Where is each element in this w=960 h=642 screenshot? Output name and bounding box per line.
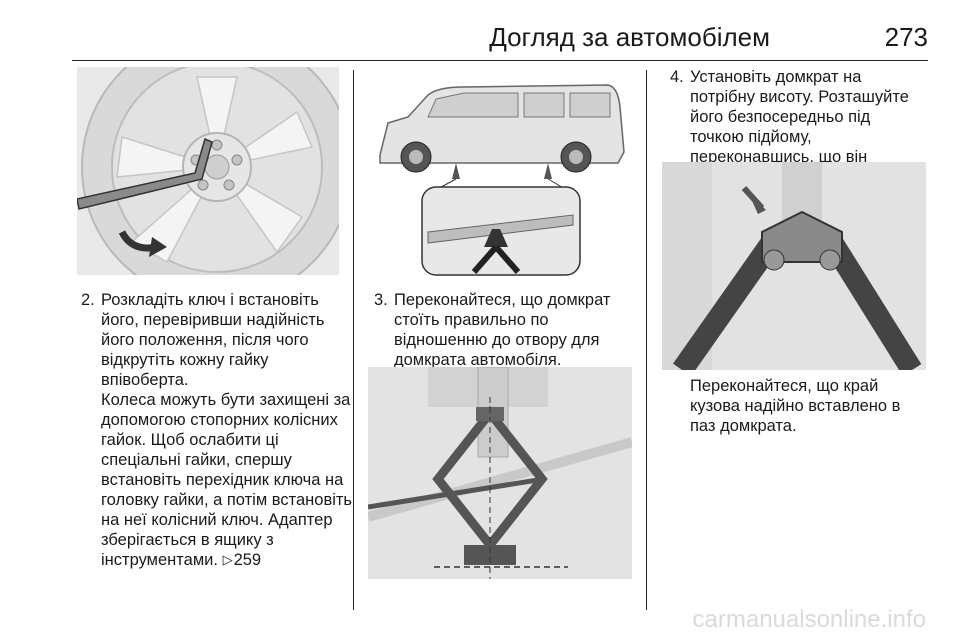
- step-2-note: Колеса можуть бути захищені за допомогою…: [101, 390, 353, 570]
- reference-arrow-icon: ▷: [222, 552, 233, 567]
- step-3: 3. Переконайтеся, що домкрат стоїть прав…: [374, 290, 634, 370]
- header-rule: [72, 60, 928, 61]
- step-3-number: 3.: [374, 291, 388, 309]
- reference-page-link[interactable]: 259: [233, 551, 262, 569]
- jack-contact-illustration: [662, 162, 926, 370]
- wheel-wrench-illustration: [77, 67, 339, 275]
- page-title: Догляд за автомобілем: [489, 22, 770, 52]
- vehicle-jacking-points-illustration: [368, 67, 632, 279]
- page-number: 273: [884, 22, 928, 52]
- step-2-number: 2.: [81, 291, 95, 309]
- step-2-note-text: Колеса можуть бути захищені за допомогою…: [101, 391, 353, 569]
- step-4-note: Переконайтеся, що край кузова надійно вс…: [690, 376, 930, 436]
- step-4-number: 4.: [670, 68, 684, 86]
- step-2-text: Розкладіть ключ і встановіть його, перев…: [101, 291, 325, 389]
- step-3-text: Переконайтеся, що домкрат стоїть правиль…: [394, 291, 611, 369]
- footer-watermark: carmanualsonline.info: [692, 606, 926, 633]
- step-2: 2. Розкладіть ключ і встановіть його, пе…: [81, 290, 351, 390]
- column-divider-1: [353, 70, 354, 610]
- jack-position-illustration: [368, 367, 632, 579]
- column-divider-2: [646, 70, 647, 610]
- step-4-note-text: Переконайтеся, що край кузова надійно вс…: [690, 377, 901, 435]
